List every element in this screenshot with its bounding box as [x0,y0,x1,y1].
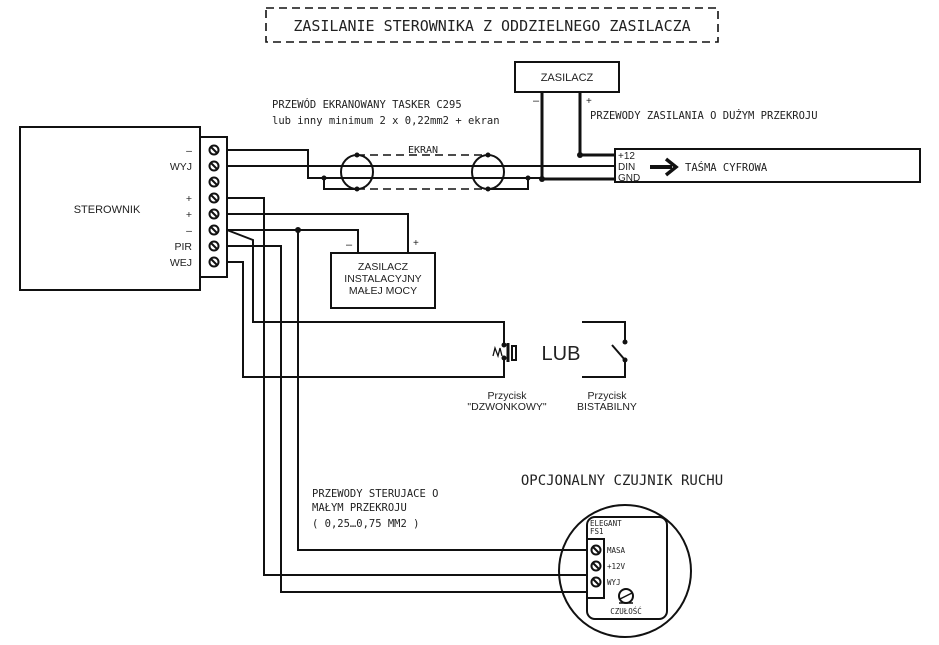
small-psu-line3: MAŁEJ MOCY [349,285,417,297]
psu-minus-label: – [533,95,540,107]
bell-button-label-1: Przycisk [487,390,527,402]
psu-label: ZASILACZ [541,72,594,84]
controller-box [19,126,201,291]
controller-terminal-label: WYJ [170,161,192,173]
shield-dot [354,152,360,158]
screw-terminal-icon [208,160,220,172]
controller-plus-to-small-psu-wire [227,213,409,253]
power-supply: ZASILACZ – + [514,61,620,107]
screw-terminal-icon [208,208,220,220]
controller-label: STEROWNIK [74,204,141,216]
sensor-title: OPCJONALNY CZUJNIK RUCHU [521,473,723,489]
switch-wire-bottom [582,360,626,378]
controller-minus-to-button-wire [226,229,505,345]
title-frame: ZASILANIE STEROWNIKA Z ODDZIELNEGO ZASIL… [265,7,719,43]
diagram-title: ZASILANIE STEROWNIKA Z ODDZIELNEGO ZASIL… [293,17,690,35]
controller-terminal-label: + [186,193,192,205]
cable-note-line2: lub inny minimum 2 x 0,22mm2 + ekran [272,115,500,127]
small-psu-minus: – [346,239,353,251]
controller-terminal-label: WEJ [170,257,192,269]
screw-terminal-icon [208,224,220,236]
screw-terminal-icon [208,240,220,252]
motion-sensor: OPCJONALNY CZUJNIK RUCHU ELEGANT FS1 MAS… [521,473,723,638]
sensor-model-2: FS1 [590,527,604,536]
shield-label: EKRAN [408,145,438,156]
controller-terminal-block [199,136,228,278]
junction-dot [577,152,583,158]
small-psu-line1: ZASILACZ [358,261,409,273]
shield-ring [471,154,505,190]
psu-box [514,61,620,93]
bistable-button-label-2: BISTABILNY [577,401,637,413]
controller: STEROWNIK – WYJ + + – PIR WEJ [19,126,228,291]
small-psu-box [330,252,436,309]
or-label: LUB [542,343,581,365]
switch-wire-top [582,321,626,342]
sensitivity-knob-icon [618,588,634,604]
power-wires-note: PRZEWODY ZASILANIA O DUŻYM PRZEKROJU [590,109,818,122]
screw-terminal-icon [208,176,220,188]
shield-drain-left [323,178,357,190]
strip-pin-12v: +12 [618,151,635,162]
small-psu-line2: INSTALACYJNY [344,273,421,285]
sensor-housing [558,504,692,638]
contact-dot [501,355,507,361]
controller-wej-to-button-wire [227,261,505,378]
contact-dot [622,339,628,345]
sensor-terminal-label: WYJ [607,578,621,587]
screw-terminal-icon [208,256,220,268]
psu-plus-label: + [586,96,592,107]
bistable-button-label-1: Przycisk [587,390,627,402]
screw-terminal-icon [208,192,220,204]
shield-dot [354,186,360,192]
title-dashed-border [265,7,719,43]
screw-terminal-icon [208,144,220,156]
switch-lever [611,344,626,361]
sensor-terminal-label: MASA [607,546,626,555]
strip-pin-gnd: GND [618,173,640,184]
controller-terminal-label: + [186,209,192,221]
sensor-terminal-label: +12V [607,562,626,571]
shield-dot [485,186,491,192]
cable-shield: EKRAN [321,145,531,192]
cable-note-line1: PRZEWÓD EKRANOWANY TASKER C295 [272,98,462,111]
shield-drain-right [488,178,529,190]
small-psu-plus: + [413,238,419,249]
control-wires-note-3: ( 0,25…0,75 MM2 ) [312,518,419,530]
controller-minus-to-sensor-masa-wire [297,230,586,551]
shield-dot [321,175,327,181]
screw-terminal-icon [590,560,602,572]
control-wires-note-2: MAŁYM PRZEKROJU [312,502,407,514]
sensor-model-1: ELEGANT [590,519,622,528]
arrow-right-icon [650,157,679,177]
shield-dot [525,175,531,181]
controller-terminal-label: – [186,225,192,237]
controller-terminal-label: – [186,145,192,157]
screw-terminal-icon [590,544,602,556]
controller-plus-to-sensor-12v-wire [227,197,586,576]
controller-minus-to-gnd-wire [227,149,542,179]
shield-ring [340,154,374,190]
screw-terminal-icon [590,576,602,588]
contact-dot [501,342,507,348]
controller-terminal-label: PIR [174,241,192,253]
strip-label: TAŚMA CYFROWA [685,161,768,174]
control-wires-note-1: PRZEWODY STERUJACE O [312,488,438,500]
sensitivity-label: CZUŁOŚĆ [610,607,642,616]
led-strip: +12 DIN GND TAŚMA CYFROWA [614,148,921,184]
bell-button-label-2: "DZWONKOWY" [467,401,546,413]
bistable-switch-symbol [582,321,628,378]
shield-dot [485,152,491,158]
strip-pin-din: DIN [618,162,635,173]
bell-button-symbol [492,342,517,362]
small-power-supply: ZASILACZ INSTALACYJNY MAŁEJ MOCY – + [330,238,436,309]
controller-minus-to-small-psu-wire [227,229,359,253]
controller-pir-to-sensor-wyj-wire [227,245,586,593]
sensor-terminal-block [586,538,605,599]
